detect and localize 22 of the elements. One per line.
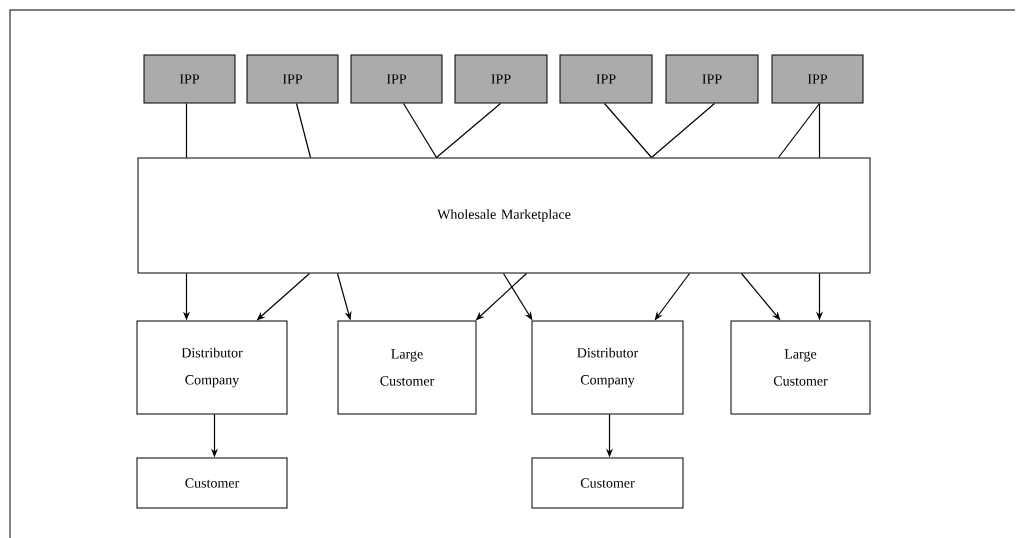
process-box: Distributor Company [531,320,684,415]
process-box: Customer [136,457,288,509]
connector-line [777,102,821,159]
process-box: Large Customer [337,320,477,415]
connector-line [185,102,188,159]
connector-line [818,102,821,159]
producer-box: IPP [454,54,548,104]
producer-box: IPP [559,54,653,104]
producer-box: IPP [143,54,236,104]
process-box: Customer [531,457,684,509]
producer-box: IPP [246,54,339,104]
producer-box: IPP [665,54,759,104]
producer-box: IPP [350,54,443,104]
connector-line [650,102,716,159]
connector-line [435,102,502,159]
process-box: Distributor Company [136,320,288,415]
process-box: Large Customer [730,320,871,415]
connector-line [402,102,438,159]
process-box: Wholesale Marketplace [137,157,871,274]
producer-box: IPP [771,54,864,104]
connector-line [603,102,653,159]
connector-line [295,102,312,159]
